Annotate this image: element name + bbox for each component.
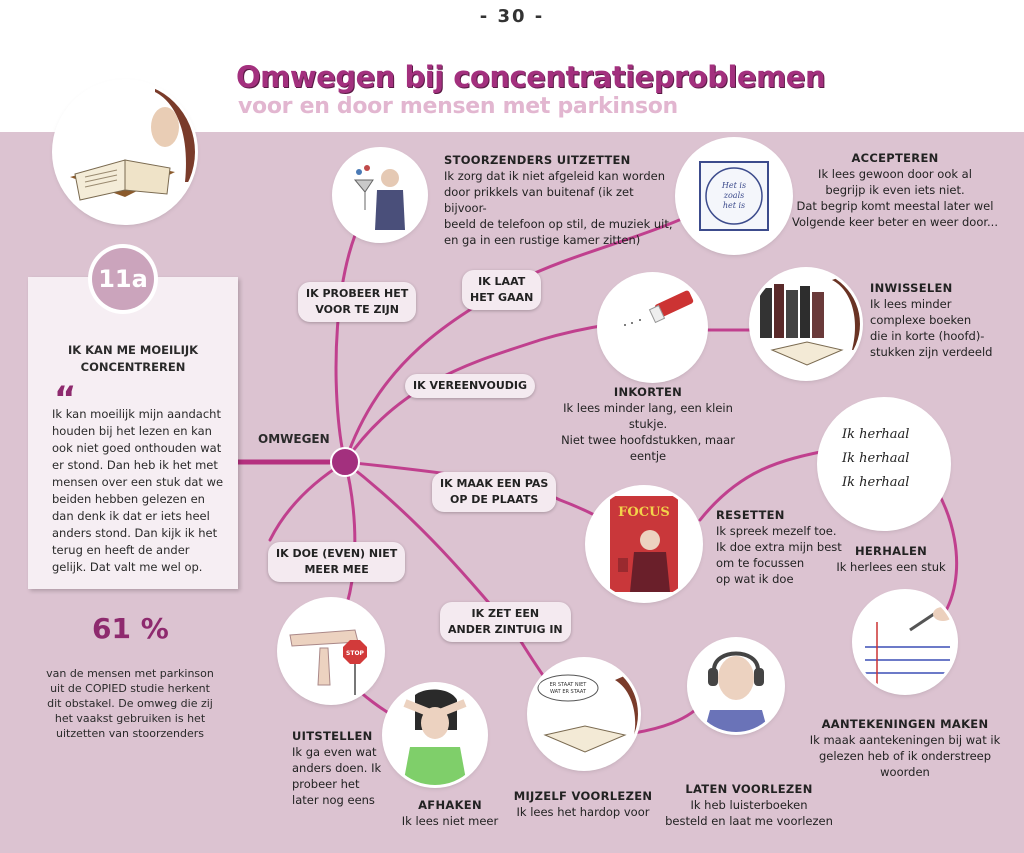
headphones-illustration (690, 640, 782, 732)
herhaal-line: Ik herhaal (841, 475, 909, 490)
strategy-title: AFHAKEN (418, 798, 482, 812)
strategy-mijzelf: MIJZELF VOORLEZEN Ik lees het hardop voo… (508, 788, 658, 820)
branch-pas: IK MAAK EEN PAS OP DE PLAATS (432, 472, 557, 512)
branch-line: IK ZET EEN (471, 607, 540, 620)
strategy-title: MIJZELF VOORLEZEN (513, 789, 653, 803)
strategy-title: ACCEPTEREN (851, 151, 939, 165)
strategy-inwisselen: INWISSELEN Ik lees minder complexe boeke… (870, 280, 1010, 360)
read-aloud-self-illustration: ER STAAT NIET WAT ER STAAT (530, 660, 638, 768)
branch-line: IK LAAT (478, 275, 526, 288)
obstacle-card (28, 277, 238, 589)
strategy-stoorzenders: STOORZENDERS UITZETTEN Ik zorg dat ik ni… (444, 152, 674, 248)
herhaal-illustration: Ik herhaal Ik herhaal Ik herhaal (820, 400, 948, 528)
branch-line: VOOR TE ZIJN (315, 303, 399, 316)
focus-text: FOCUS (618, 505, 670, 520)
strategy-herhalen: HERHALEN Ik herlees een stuk (836, 543, 946, 575)
strategy-text: Ik herlees een stuk (836, 560, 946, 574)
tile-text: het is (723, 201, 745, 210)
tile-illustration: Het is zoals het is (678, 140, 790, 252)
eraser-illustration (600, 275, 705, 380)
strategy-title: AANTEKENINGEN MAKEN (821, 717, 989, 731)
strategy-text: Ik heb luisterboeken besteld en laat me … (665, 798, 833, 828)
obstacle-quote: Ik kan moeilijk mijn aandacht houden bij… (52, 407, 224, 574)
speech-text: WAT ER STAAT (550, 689, 587, 695)
notes-illustration (855, 592, 955, 692)
tile-text: Het is (721, 181, 746, 190)
strategy-aantekeningen: AANTEKENINGEN MAKEN Ik maak aantekeninge… (800, 716, 1010, 780)
reading-book-illustration (55, 82, 195, 222)
stop-hand-illustration: STOP (280, 600, 382, 702)
strategy-text: Ik lees niet meer (401, 814, 499, 828)
branch-doe: IK DOE (EVEN) NIET MEER MEE (268, 542, 406, 582)
strategy-title: UITSTELLEN (292, 729, 373, 743)
hub-label: OMWEGEN (258, 432, 330, 446)
strategy-text: Ik lees minder complexe boeken die in ko… (870, 297, 993, 359)
herhaal-line: Ik herhaal (841, 427, 909, 442)
strategy-title: HERHALEN (854, 544, 928, 558)
strategy-text: Ik spreek mezelf toe. Ik doe extra mijn … (716, 524, 842, 586)
stat-percentage: 61 % (92, 612, 169, 645)
strategy-laten: LATEN VOORLEZEN Ik heb luisterboeken bes… (664, 781, 834, 829)
strategy-title: STOORZENDERS UITZETTEN (444, 153, 631, 167)
quote-mark-icon: “ (54, 379, 77, 419)
stop-text: STOP (346, 650, 365, 657)
stat-description: van de mensen met parkinson uit de COPIE… (46, 667, 214, 740)
obstacle-heading: IK KAN ME MOEILIJK CONCENTREREN (67, 343, 199, 374)
tile-text: zoals (723, 191, 744, 200)
branch-line: HET GAAN (470, 291, 534, 304)
books-illustration (752, 270, 860, 378)
strategy-title: INKORTEN (613, 385, 683, 399)
strategy-text: Ik lees het hardop voor (516, 805, 650, 819)
branch-line: IK PROBEER HET (306, 287, 409, 300)
strategy-afhaken: AFHAKEN Ik lees niet meer (395, 797, 505, 829)
strategy-text: Ik ga even wat anders doen. Ik probeer h… (292, 745, 382, 807)
strategy-uitstellen: UITSTELLEN Ik ga even wat anders doen. I… (292, 728, 402, 808)
strategy-inkorten: INKORTEN Ik lees minder lang, een klein … (548, 384, 748, 464)
strategy-title: INWISSELEN (870, 281, 953, 295)
strategy-title: LATEN VOORLEZEN (685, 782, 813, 796)
strategy-text: Ik lees minder lang, een klein stukje. N… (561, 401, 735, 463)
page-subtitle: voor en door mensen met parkinson (238, 94, 678, 119)
strategy-title: RESETTEN (716, 508, 785, 522)
stoorzenders-illustration (335, 150, 425, 240)
branch-line: IK DOE (EVEN) NIET (276, 547, 398, 560)
branch-line: IK VEREENVOUDIG (413, 379, 528, 392)
afhaken-illustration (385, 685, 485, 785)
branch-line: MEER MEE (304, 563, 369, 576)
branch-line: ANDER ZINTUIG IN (448, 623, 563, 636)
branch-probeer: IK PROBEER HET VOOR TE ZIJN (298, 282, 417, 322)
strategy-text: Ik maak aantekeningen bij wat ik gelezen… (809, 733, 1001, 779)
branch-zintuig: IK ZET EEN ANDER ZINTUIG IN (440, 602, 571, 642)
strategy-text: Ik zorg dat ik niet afgeleid kan worden … (444, 169, 673, 247)
branch-vereenvoudig: IK VEREENVOUDIG (405, 374, 536, 398)
strategy-resetten: RESETTEN Ik spreek mezelf toe. Ik doe ex… (716, 507, 846, 587)
speech-text: ER STAAT NIET (550, 682, 588, 688)
branch-line: OP DE PLAATS (449, 493, 539, 506)
focus-illustration: FOCUS (588, 488, 700, 600)
page-number: - 30 - (479, 6, 545, 27)
branch-laat: IK LAAT HET GAAN (462, 270, 542, 310)
strategy-text: Ik lees gewoon door ook al begrijp ik ev… (792, 167, 998, 229)
strategy-accepteren: ACCEPTEREN Ik lees gewoon door ook al be… (790, 150, 1000, 230)
obstacle-badge: 11a (92, 248, 154, 310)
herhaal-line: Ik herhaal (841, 451, 909, 466)
branch-line: IK MAAK EEN PAS (440, 477, 549, 490)
page-title: Omwegen bij concentratieproblemen (236, 60, 826, 94)
